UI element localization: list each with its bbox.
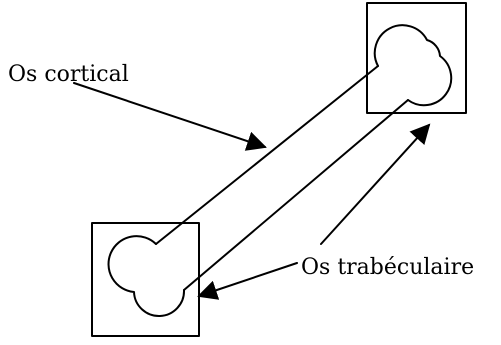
bone-shaft-upper-edge [155, 65, 379, 245]
cortical-pointer-arrow [73, 82, 267, 151]
bone-shaft-lower-edge [183, 99, 409, 291]
trabecular-pointer-arrow-down [197, 262, 298, 300]
upper-bone-cross-section [373, 24, 453, 107]
upper-joint-box [366, 2, 467, 114]
lower-joint-box [91, 222, 200, 337]
lower-bone-cross-section [107, 235, 186, 317]
trabecular-bone-label: Os trabéculaire [301, 255, 474, 280]
cortical-bone-label: Os cortical [8, 62, 129, 87]
trabecular-pointer-arrow-up [320, 123, 431, 245]
